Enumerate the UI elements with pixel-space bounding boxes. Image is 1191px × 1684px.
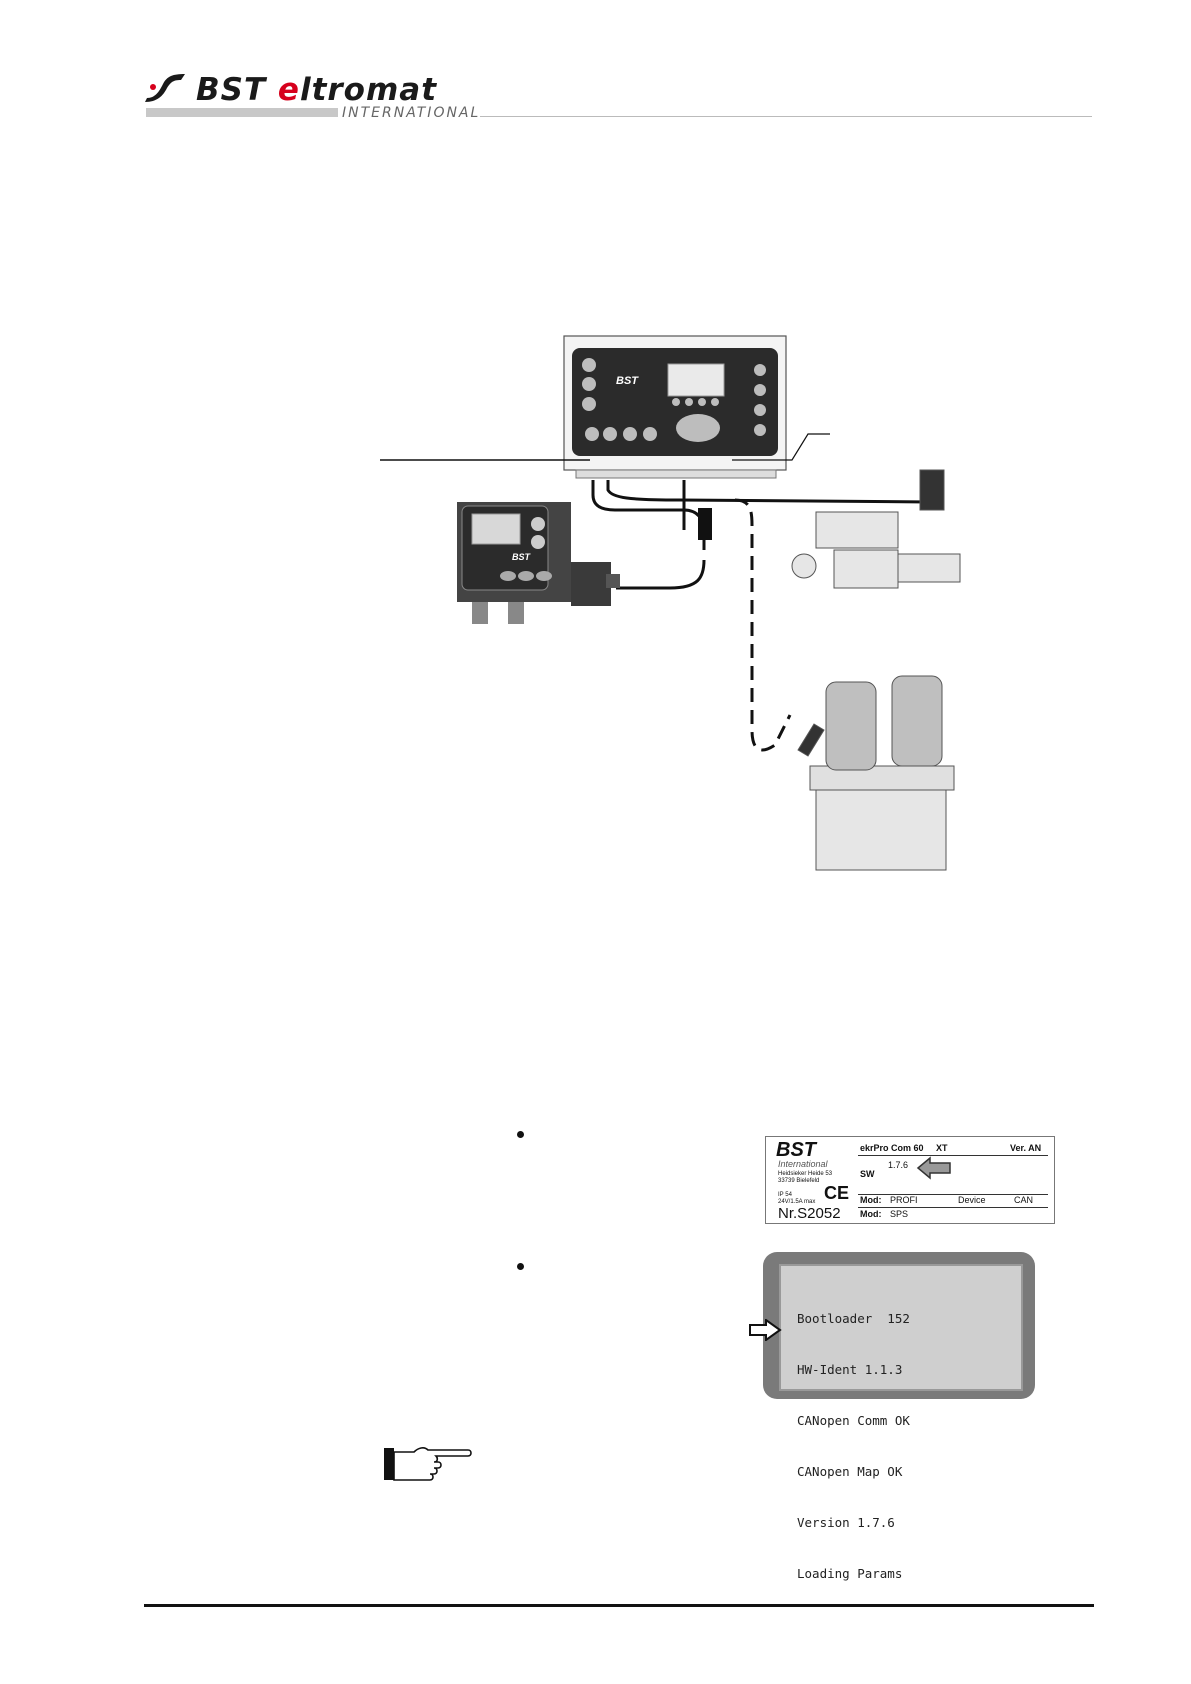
lcd-screen: Bootloader 152 HW-Ident 1.1.3 CANopen Co… — [779, 1264, 1023, 1581]
type-label-address1: Heidsieker Heide 53 — [778, 1171, 833, 1177]
sensor-logo: BST — [512, 552, 532, 562]
lcd-line: Loading Params — [797, 1566, 903, 1581]
cable-splitter — [698, 508, 712, 540]
pointing-hand-icon — [384, 1447, 472, 1481]
type-label-ip: IP 54 — [778, 1192, 792, 1198]
type-label-sw: SW — [860, 1169, 875, 1179]
type-label-mod1: Mod: — [860, 1195, 882, 1205]
type-label: BST International Heidsieker Heide 53 33… — [765, 1136, 1055, 1224]
brand-rest: ltromat — [299, 72, 438, 108]
lcd-line: Bootloader 152 — [797, 1311, 910, 1326]
type-label-variant: XT — [936, 1143, 948, 1153]
type-label-table: ekrPro Com 60 XT Ver. AN SW 1.7.6 Mod: P… — [858, 1143, 1048, 1219]
type-label-left: BST International Heidsieker Heide 53 33… — [766, 1137, 856, 1223]
lcd-line: Version 1.7.6 — [797, 1515, 895, 1530]
bullet-lcd — [517, 1263, 524, 1270]
type-label-logo-sub: International — [778, 1159, 828, 1169]
type-label-mod2: Mod: — [860, 1209, 882, 1219]
type-label-row-mod2: Mod: SPS — [858, 1209, 1048, 1221]
lcd-line: HW-Ident 1.1.3 — [797, 1362, 903, 1377]
lcd-text: Bootloader 152 HW-Ident 1.1.3 CANopen Co… — [797, 1276, 910, 1616]
type-label-power: 24V/1.5A max — [778, 1199, 816, 1205]
lcd-line: CANopen Map OK — [797, 1464, 903, 1479]
actuator — [791, 469, 961, 589]
brand-name: BST — [196, 72, 267, 108]
type-label-can: CAN — [1014, 1195, 1034, 1205]
type-label-row-mod1: Mod: PROFI Device CAN — [858, 1195, 1048, 1208]
lcd-arrow-icon — [749, 1319, 782, 1341]
bullet-type-label — [517, 1131, 524, 1138]
brand-subtitle: INTERNATIONAL — [342, 105, 481, 121]
brand-logo: BST eltromat — [196, 72, 437, 108]
type-label-row-product: ekrPro Com 60 XT Ver. AN — [858, 1143, 1048, 1156]
lcd-display: Bootloader 152 HW-Ident 1.1.3 CANopen Co… — [763, 1252, 1035, 1581]
type-label-sps: SPS — [890, 1209, 909, 1219]
type-label-row-sw: SW 1.7.6 — [858, 1156, 1048, 1195]
type-label-profi: PROFI — [890, 1195, 918, 1205]
type-label-product: ekrPro Com 60 — [860, 1143, 924, 1153]
header-bar — [146, 108, 338, 117]
ce-mark: CE — [824, 1183, 850, 1203]
footer-rule — [144, 1604, 1094, 1607]
system-diagram: BST BST — [380, 335, 961, 871]
header-rule — [480, 116, 1092, 117]
type-label-serial: Nr.S2052 — [778, 1205, 841, 1222]
sensor-unit: BST — [457, 502, 620, 624]
type-label-version-header: Ver. AN — [1010, 1143, 1042, 1153]
pump-unit — [797, 675, 955, 871]
type-label-address2: 33739 Bielefeld — [778, 1178, 820, 1184]
type-label-logo: BST — [776, 1139, 816, 1161]
brand-e: e — [277, 72, 300, 108]
lcd-line: CANopen Comm OK — [797, 1413, 910, 1428]
type-label-device: Device — [958, 1195, 986, 1205]
brand-swoosh-icon — [145, 74, 185, 102]
controller-logo: BST — [616, 375, 639, 387]
version-arrow-icon — [916, 1156, 951, 1180]
type-label-sw-version: 1.7.6 — [888, 1160, 909, 1170]
controller-unit: BST — [563, 335, 787, 479]
